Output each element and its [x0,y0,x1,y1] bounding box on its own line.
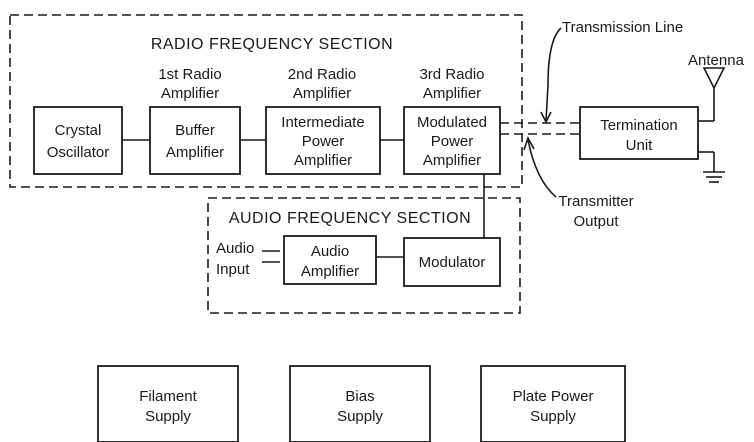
stage-label-1st: 1st Radio Amplifier [158,66,221,102]
mpa-line3: Amplifier [423,152,481,169]
buffer-amplifier-line1: Buffer [175,122,215,139]
rf-section-title: RADIO FREQUENCY SECTION [151,36,393,53]
ipa-line2: Power [302,133,345,150]
buffer-amplifier-block: Buffer Amplifier [149,106,241,175]
transmission-line-arrowhead [540,111,552,124]
buffer-amplifier-line2: Amplifier [166,144,224,161]
stage-label-2nd: 2nd Radio Amplifier [288,66,356,102]
filament-supply-line1: Filament [139,388,197,405]
af-section-title: AUDIO FREQUENCY SECTION [229,210,471,227]
stage-label-3rd-line1: 3rd Radio [419,66,484,83]
plate-power-supply-block: Plate Power Supply [480,365,626,442]
stage-label-1st-line1: 1st Radio [158,66,221,83]
transmitter-output-leader [527,139,557,198]
ground-icon [698,151,725,183]
filament-supply-line2: Supply [145,408,191,425]
modulator-block: Modulator [403,237,501,287]
ipa-line3: Amplifier [294,152,352,169]
transmitter-output-arrowhead [523,136,535,151]
audio-input-line2: Input [216,261,250,278]
mpa-line1: Modulated [417,114,487,131]
crystal-oscillator-line1: Crystal [55,122,102,139]
crystal-oscillator-block: Crystal Oscillator [33,106,123,175]
antenna-label: Antenna [688,52,745,69]
audio-input-terminals [262,250,280,263]
transmitter-output-line1: Transmitter [558,193,633,210]
termination-unit-line1: Termination [600,117,678,134]
modulated-power-amplifier-block: Modulated Power Amplifier [403,106,501,175]
audio-input-line1: Audio [216,240,254,257]
stage-label-2nd-line2: Amplifier [293,85,351,102]
stage-label-3rd-line2: Amplifier [423,85,481,102]
bias-supply-block: Bias Supply [289,365,431,442]
filament-supply-block: Filament Supply [97,365,239,442]
plate-power-supply-line1: Plate Power [513,388,594,405]
transmission-line-label: Transmission Line [562,19,683,36]
stage-label-1st-line2: Amplifier [161,85,219,102]
stage-label-2nd-line1: 2nd Radio [288,66,356,83]
plate-power-supply-line2: Supply [530,408,576,425]
ipa-line1: Intermediate [281,114,364,131]
mpa-line2: Power [431,133,474,150]
bias-supply-line1: Bias [345,388,374,405]
antenna-icon [698,67,726,122]
af-section-border [207,197,521,314]
intermediate-power-amplifier-block: Intermediate Power Amplifier [265,106,381,175]
termination-unit-block: Termination Unit [579,106,699,160]
stage-label-3rd: 3rd Radio Amplifier [419,66,484,102]
rf-section-border [9,14,523,188]
transmission-line-leader [545,27,562,122]
audio-amplifier-line2: Amplifier [301,263,359,280]
audio-amplifier-line1: Audio [311,243,349,260]
transmitter-output-line2: Output [573,213,619,230]
audio-amplifier-block: Audio Amplifier [283,235,377,285]
crystal-oscillator-line2: Oscillator [47,144,110,161]
termination-unit-line2: Unit [626,137,654,154]
bias-supply-line2: Supply [337,408,383,425]
modulator-label: Modulator [419,254,486,271]
